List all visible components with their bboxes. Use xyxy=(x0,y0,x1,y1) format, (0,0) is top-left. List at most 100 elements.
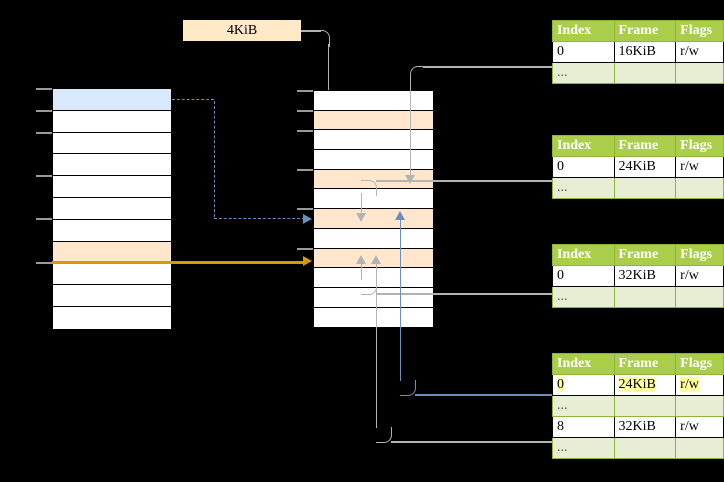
cell-frame: 32KiB xyxy=(613,416,677,438)
virtual-tick-3 xyxy=(36,175,52,177)
dashed-connector-bottom xyxy=(214,218,305,219)
cell-flags: r/w xyxy=(675,41,724,63)
virtual-row-10[interactable] xyxy=(53,306,171,329)
pt1-connector-v xyxy=(409,80,411,177)
page-size-label: 4KiB xyxy=(183,20,301,41)
cell-flags: r/w xyxy=(675,156,724,178)
physical-row-10[interactable] xyxy=(314,287,433,308)
cell-flags: r/w xyxy=(675,416,724,438)
page-table-level-2: Index Frame Flags 0 24KiB r/w ... xyxy=(552,135,724,199)
column-header-frame: Frame xyxy=(613,20,677,42)
table-row-ellipsis[interactable]: ... xyxy=(552,286,724,308)
pt4-row8-connector-v xyxy=(375,262,377,428)
cell-flags xyxy=(675,177,724,199)
cell-flags xyxy=(675,437,724,459)
pt4-row0-connector-elbow xyxy=(400,380,416,396)
table-header-row: Index Frame Flags xyxy=(552,353,724,375)
physical-tick-4 xyxy=(297,208,313,210)
pt3-connector-v xyxy=(360,262,362,280)
page-table-level-3: Index Frame Flags 0 32KiB r/w ... xyxy=(552,244,724,308)
pt4-row0-connector-v xyxy=(399,218,401,381)
table-row[interactable]: 0 24KiB r/w xyxy=(552,156,724,178)
pt2-connector-h xyxy=(376,180,553,182)
table-row[interactable]: 0 16KiB r/w xyxy=(552,41,724,63)
virtual-tick-4 xyxy=(36,218,52,220)
cell-frame xyxy=(613,395,677,417)
column-header-index: Index xyxy=(552,244,615,266)
virtual-row-5[interactable] xyxy=(53,197,171,220)
virtual-tick-5 xyxy=(36,262,52,264)
physical-row-3[interactable] xyxy=(314,150,433,170)
cell-frame xyxy=(613,62,677,84)
cell-flags xyxy=(675,395,724,417)
table-row-ellipsis[interactable]: ... xyxy=(552,437,724,459)
table-row[interactable]: 8 32KiB r/w xyxy=(552,416,724,438)
cell-frame: 24KiB xyxy=(613,156,677,178)
physical-tick-0 xyxy=(297,90,313,92)
cell-index: 0 xyxy=(552,41,615,63)
virtual-row-3[interactable] xyxy=(53,154,171,177)
table-header-row: Index Frame Flags xyxy=(552,135,724,157)
physical-row-5[interactable] xyxy=(314,189,433,210)
cell-index: 0 xyxy=(552,156,615,178)
virtual-row-6[interactable] xyxy=(53,219,171,242)
virtual-row-4[interactable] xyxy=(53,176,171,198)
column-header-frame: Frame xyxy=(613,244,677,266)
cell-index: 0 xyxy=(552,374,615,396)
arrowhead-pt1-to-physical xyxy=(405,175,415,184)
arrowhead-pt4-row0-to-physical xyxy=(395,211,405,220)
virtual-tick-0 xyxy=(36,88,52,90)
table-header-row: Index Frame Flags xyxy=(552,20,724,42)
table-row-ellipsis[interactable]: ... xyxy=(552,177,724,199)
column-header-frame: Frame xyxy=(613,353,677,375)
column-header-flags: Flags xyxy=(675,353,724,375)
virtual-row-2[interactable] xyxy=(53,132,171,155)
pt1-connector-elbow xyxy=(409,66,426,82)
physical-row-2[interactable] xyxy=(314,130,433,151)
physical-row-11[interactable] xyxy=(314,307,433,328)
pt4-row8-connector-elbow xyxy=(376,427,392,443)
pt4-row0-connector-h xyxy=(415,394,553,396)
cell-frame: 32KiB xyxy=(613,265,677,287)
cell-flags xyxy=(675,62,724,84)
dashed-connector-vertical xyxy=(214,101,215,217)
pt3-connector-h xyxy=(376,293,553,295)
table-row-highlighted[interactable]: 0 24KiB r/w xyxy=(552,374,724,396)
virtual-row-9[interactable] xyxy=(53,285,171,307)
physical-row-1[interactable] xyxy=(314,110,433,131)
cell-flags: r/w xyxy=(675,265,724,287)
cell-index: ... xyxy=(552,395,615,417)
arrowhead-orange-to-physical xyxy=(303,256,312,266)
cell-frame: 24KiB xyxy=(613,374,677,396)
pt2-connector-elbow xyxy=(361,180,377,196)
pt4-row8-connector-h xyxy=(391,441,553,443)
virtual-row-1[interactable] xyxy=(53,110,171,133)
pt2-connector-v xyxy=(360,193,362,215)
connector-label-to-frame-h xyxy=(301,30,321,32)
virtual-row-8[interactable] xyxy=(53,263,171,286)
table-row-ellipsis[interactable]: ... xyxy=(552,62,724,84)
cell-index-text: 0 xyxy=(557,377,564,392)
pt1-connector-h xyxy=(423,66,553,68)
physical-row-0[interactable] xyxy=(314,91,433,111)
cell-flags-text: r/w xyxy=(680,377,699,392)
cell-index: 0 xyxy=(552,265,615,287)
arrowhead-pt4-row8-to-physical xyxy=(371,255,381,264)
column-header-flags: Flags xyxy=(675,135,724,157)
cell-index: ... xyxy=(552,62,615,84)
physical-tick-2 xyxy=(297,130,313,132)
column-header-flags: Flags xyxy=(675,244,724,266)
arrowhead-dashed-to-physical xyxy=(303,213,312,224)
virtual-row-0[interactable] xyxy=(53,89,171,111)
table-row[interactable]: 0 32KiB r/w xyxy=(552,265,724,287)
page-table-level-4: Index Frame Flags 0 24KiB r/w ... 8 32Ki… xyxy=(552,353,724,459)
physical-row-7[interactable] xyxy=(314,228,433,249)
cell-flags xyxy=(675,286,724,308)
physical-row-6[interactable] xyxy=(314,209,433,229)
table-row-ellipsis[interactable]: ... xyxy=(552,395,724,417)
cell-index: 8 xyxy=(552,416,615,438)
cell-frame xyxy=(613,286,677,308)
cell-index: ... xyxy=(552,286,615,308)
cell-frame xyxy=(613,437,677,459)
column-header-flags: Flags xyxy=(675,20,724,42)
